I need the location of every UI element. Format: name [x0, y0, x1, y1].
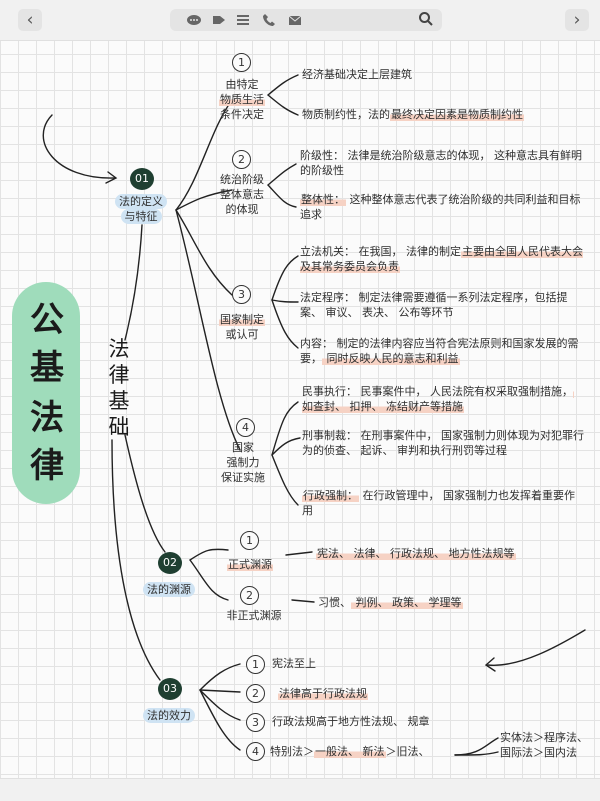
item-detail: 刑事制裁： 在刑事案件中， 国家强制力则体现为对犯罪行为的侦查、 起诉、 审判和… [302, 429, 584, 457]
item-extra: 国际法＞国内法 [500, 746, 577, 759]
top-toolbar: ‹ › [0, 0, 600, 41]
item-number: 1 [232, 53, 251, 72]
section-label: 法的效力 [130, 708, 208, 723]
title-char: 基 [30, 348, 64, 388]
item-detail: 法律高于行政法规 [278, 687, 368, 700]
item-number: 4 [246, 742, 265, 761]
title-highlight [12, 282, 80, 504]
phone-icon[interactable] [262, 13, 276, 30]
section-label: 法的渊源 [130, 582, 208, 597]
item-label: 由特定 物质生活 条件决定 [219, 78, 265, 121]
decor-arrow-left [42, 114, 116, 179]
section-number: 01 [130, 168, 154, 190]
item-detail: 宪法、 法律、 行政法规、 地方性法规等 [316, 547, 516, 560]
item-number: 3 [232, 285, 251, 304]
item-number: 1 [246, 655, 265, 674]
item-detail: 宪法至上 [272, 657, 316, 670]
chat-bubble-icon[interactable] [186, 13, 202, 30]
title-char: 律 [30, 446, 64, 486]
item-detail: 习惯、 判例、 政策、 学理等 [318, 596, 463, 609]
tag-icon[interactable] [212, 13, 226, 30]
search-icon[interactable] [418, 11, 434, 31]
subtitle-char: 基 [108, 389, 130, 413]
section-number: 03 [158, 678, 182, 700]
forward-arrow-icon[interactable]: › [565, 9, 589, 31]
item-extra: 实体法＞程序法、 [500, 731, 588, 744]
item-number: 3 [246, 713, 265, 732]
title-char: 公 [30, 300, 64, 340]
item-label: 国家 强制力 保证实施 [221, 441, 265, 484]
list-icon[interactable] [236, 13, 250, 30]
item-detail: 经济基础决定上层建筑 [302, 68, 412, 81]
item-detail: 物质制约性，法的最终决定因素是物质制约性 [302, 108, 524, 121]
item-number: 4 [236, 418, 255, 437]
item-detail: 特别法＞一般法、 新法＞旧法、 [270, 745, 430, 758]
item-number: 2 [246, 684, 265, 703]
item-label: 国家制定 或认可 [219, 313, 265, 341]
item-label: 正式渊源 [227, 558, 273, 571]
section-number: 02 [158, 552, 182, 574]
decor-arrow-right [487, 629, 586, 666]
item-detail: 行政法规高于地方性法规、 规章 [272, 715, 430, 728]
item-label: 非正式渊源 [226, 609, 282, 622]
mail-icon[interactable] [288, 13, 302, 30]
item-detail: 内容： 制定的法律内容应当符合宪法原则和国家发展的需要， 同时反映人民的意志和利… [300, 337, 579, 365]
item-detail: 法定程序： 制定法律需要遵循一系列法定程序，包括提案、 审议、 表决、 公布等环… [300, 291, 568, 319]
item-number: 2 [240, 586, 259, 605]
item-detail: 立法机关： 在我国， 法律的制定主要由全国人民代表大会及其常务委员会负责 [300, 245, 583, 273]
subtitle-char: 律 [108, 363, 130, 387]
subtitle-char: 法 [108, 337, 130, 361]
item-number: 2 [232, 150, 251, 169]
item-label: 统治阶级 整体意志 的体现 [220, 173, 264, 216]
tool-group [170, 9, 442, 31]
item-detail: 行政强制： 在行政管理中， 国家强制力也发挥着重要作用 [302, 489, 575, 517]
title-char: 法 [30, 398, 64, 438]
item-detail: 阶级性： 法律是统治阶级意志的体现， 这种意志具有鲜明的阶级性 [300, 149, 582, 177]
section-label: 法的定义与特征 [105, 194, 177, 224]
item-detail: 整体性： 这种整体意志代表了统治阶级的共同利益和目标追求 [300, 193, 581, 221]
item-detail: 民事执行： 民事案件中， 人民法院有权采取强制措施， 如查封、 扣押、 冻结财产… [302, 385, 574, 413]
bottom-bar [0, 778, 600, 801]
item-number: 1 [240, 531, 259, 550]
subtitle-char: 础 [108, 415, 130, 439]
back-arrow-icon[interactable]: ‹ [18, 9, 42, 31]
